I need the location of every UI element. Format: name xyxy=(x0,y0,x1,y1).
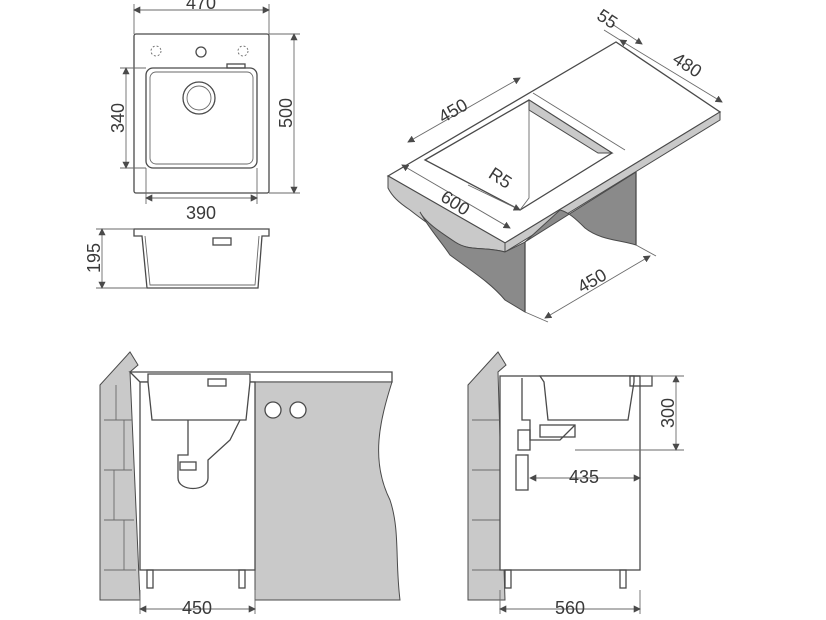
front-install-view: 450 xyxy=(99,351,401,618)
dim-depth-label: 195 xyxy=(84,243,104,273)
dim-width-label: 470 xyxy=(186,0,216,13)
top-view: 470 500 340 390 xyxy=(108,0,300,223)
dim-cabinet-label: 450 xyxy=(574,265,610,297)
side-install-view: 300 435 560 xyxy=(467,351,684,618)
dim-front-cabinet-label: 450 xyxy=(182,598,212,618)
tap-hole-icon xyxy=(195,46,207,58)
dim-drain-offset-label: 435 xyxy=(569,467,599,487)
drain-icon xyxy=(182,81,216,115)
dim-bowl-length-label: 450 xyxy=(435,95,471,127)
dim-edge-label: 55 xyxy=(593,5,621,33)
dim-side-depth-label: 300 xyxy=(658,398,678,428)
dim-bowl-width-label: 390 xyxy=(186,203,216,223)
bowl-outline xyxy=(145,67,258,169)
sink-outline xyxy=(133,33,270,194)
side-section-view: 195 xyxy=(84,228,270,289)
dim-bowl-height-label: 340 xyxy=(108,103,128,133)
dim-side-cabinet-label: 560 xyxy=(555,598,585,618)
isometric-view: 55 480 450 R5 600 450 xyxy=(386,5,723,323)
dim-iso-width-label: 480 xyxy=(669,48,705,81)
dim-height-label: 500 xyxy=(276,98,296,128)
